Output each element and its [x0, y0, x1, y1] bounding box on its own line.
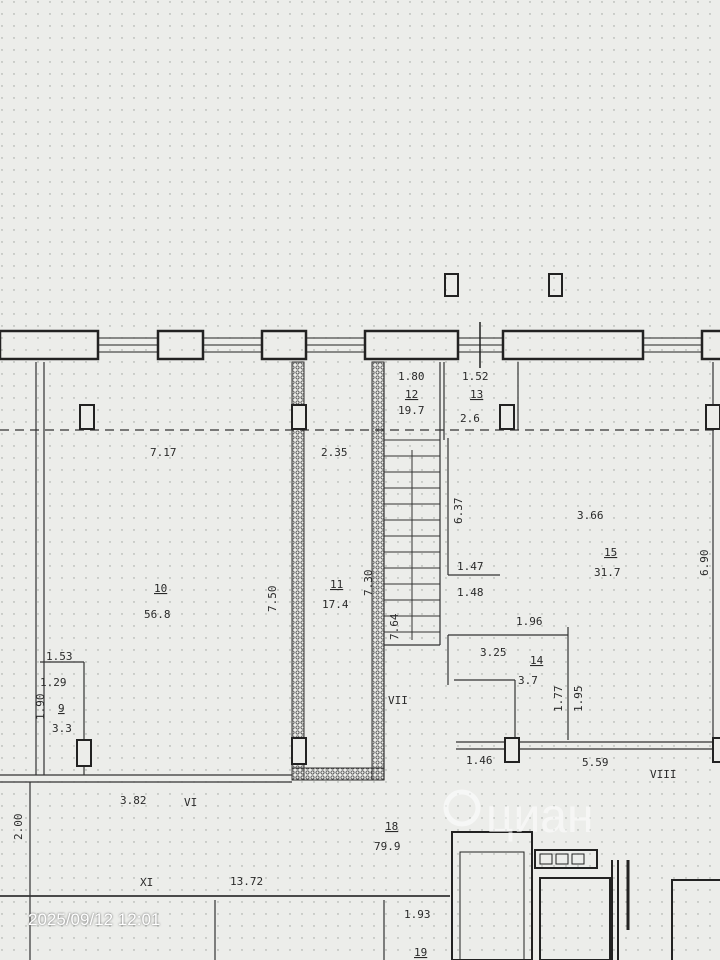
room-area: 3.7	[518, 674, 538, 687]
dimension-label: 1.52	[462, 370, 489, 383]
dimension-label: 1.95	[572, 686, 585, 713]
room-area: 3.3	[52, 722, 72, 735]
room-number: 15	[604, 546, 617, 559]
dimension-label: 1.46	[466, 754, 493, 767]
dimension-label: 1.77	[552, 686, 565, 713]
room-area: 19.7	[398, 404, 425, 417]
hatched-wall	[291, 361, 385, 781]
dimension-label: 3.25	[480, 646, 507, 659]
dimension-label: 1.96	[516, 615, 543, 628]
room-number: 14	[530, 654, 544, 667]
location-pin-icon	[443, 789, 481, 827]
dimension-label: 1.80	[398, 370, 425, 383]
section-marker: VIII	[650, 768, 677, 781]
staircase	[384, 439, 440, 640]
dimension-label: 2.35	[321, 446, 348, 459]
section-marker: VII	[388, 694, 408, 707]
room-number: 12	[405, 388, 418, 401]
room-area: 2.6	[460, 412, 480, 425]
room-number: 18	[385, 820, 398, 833]
dimension-label: 7.50	[266, 586, 279, 613]
room-number: 10	[154, 582, 167, 595]
columns	[76, 404, 720, 767]
dimension-label: 1.93	[404, 908, 431, 921]
room-area: 79.9	[374, 840, 401, 853]
room-number: 9	[58, 702, 65, 715]
dimension-label: 1.53	[46, 650, 73, 663]
section-marker: XI	[140, 876, 153, 889]
dimension-label: 7.64	[388, 613, 401, 640]
dimension-label: 13.72	[230, 875, 263, 888]
dimension-label: 1.48	[457, 586, 484, 599]
room-number: 19	[414, 946, 427, 959]
room-number: 11	[330, 578, 343, 591]
dimension-label: 7.30	[362, 570, 375, 597]
dimension-label: 6.37	[452, 498, 465, 525]
watermark: циан	[443, 789, 594, 843]
dimension-label: 6.90	[698, 550, 711, 577]
section-marker: VI	[184, 796, 197, 809]
column-marker	[548, 273, 563, 297]
lower-fixtures	[451, 831, 720, 960]
watermark-brand: циан	[486, 790, 594, 843]
dimension-label: 2.00	[12, 814, 25, 841]
room-area: 17.4	[322, 598, 349, 611]
dimension-label: 1.47	[457, 560, 484, 573]
dimension-label: 5.59	[582, 756, 609, 769]
dimension-label: 7.17	[150, 446, 177, 459]
column-marker	[444, 273, 459, 297]
dimension-label: 3.82	[120, 794, 147, 807]
dimension-label: 1.29	[40, 676, 67, 689]
room-area: 31.7	[594, 566, 621, 579]
room-area: 56.8	[144, 608, 171, 621]
photo-timestamp: 2025/09/12 12:01	[28, 910, 161, 929]
dimension-label: 3.66	[577, 509, 604, 522]
exterior-wall-top	[0, 322, 720, 368]
dimension-label: 1.90	[34, 694, 47, 721]
room-number: 13	[470, 388, 483, 401]
